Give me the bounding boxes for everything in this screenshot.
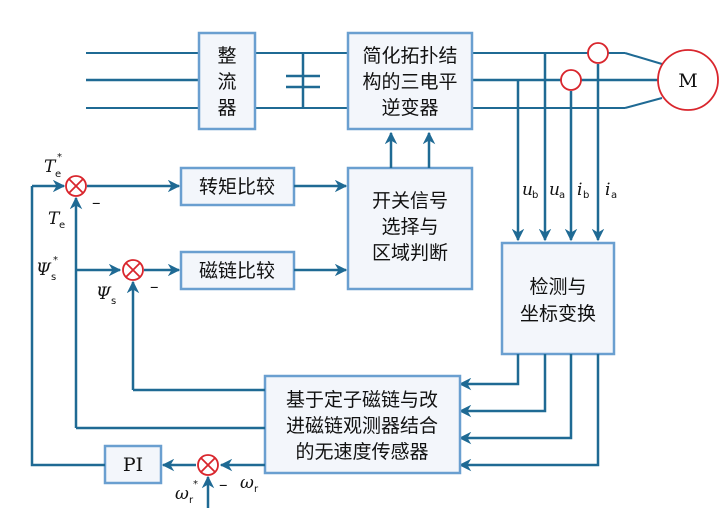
pi-label: PI: [123, 454, 143, 476]
rectifier-label-3: 器: [217, 97, 236, 119]
label-ib: i b: [577, 180, 589, 201]
torque-compare-label: 转矩比较: [199, 176, 275, 198]
switch-label-3: 区域判断: [372, 242, 448, 264]
label-te: T e: [48, 209, 65, 231]
svg-text:*: *: [57, 152, 62, 163]
sensorless-label-1: 基于定子磁链与改: [286, 389, 438, 411]
svg-text:s: s: [51, 272, 56, 283]
svg-text:u: u: [549, 180, 560, 200]
svg-text:e: e: [55, 169, 61, 180]
label-wr-ref: ω r *: [175, 479, 198, 506]
sensorless-label-3: 的无速度传感器: [295, 441, 428, 463]
svg-text:s: s: [111, 296, 116, 307]
svg-text:b: b: [532, 190, 538, 201]
inverter-label-3: 逆变器: [381, 97, 438, 119]
input-lines: [86, 52, 199, 109]
torque-compare-block: [179, 166, 296, 207]
label-wr: ω r: [240, 473, 259, 495]
sensorless-label-2: 进磁链观测器结合: [286, 415, 438, 437]
svg-text:*: *: [53, 255, 58, 266]
svg-text:a: a: [559, 190, 565, 201]
switch-select-block: [346, 166, 474, 291]
switch-label-1: 开关信号: [372, 190, 448, 212]
svg-text:b: b: [583, 190, 589, 201]
current-sensor-b: [560, 69, 582, 91]
psi-minus: –: [150, 277, 159, 297]
rectifier-label-2: 流: [217, 71, 236, 93]
dc-link: [256, 52, 348, 109]
rectifier-label-1: 整: [217, 45, 236, 67]
svg-text:ω: ω: [175, 484, 189, 504]
rectifier-block: [197, 31, 257, 131]
motor-label: M: [678, 70, 697, 92]
inverter-label-2: 构的三电平: [362, 71, 457, 93]
motor: [657, 49, 719, 111]
svg-text:*: *: [193, 479, 198, 490]
svg-text:r: r: [254, 484, 259, 495]
label-ia: i a: [605, 180, 617, 201]
svg-text:Ψ: Ψ: [36, 260, 52, 280]
svg-text:T: T: [48, 209, 61, 229]
label-ub: u b: [522, 180, 538, 201]
svg-text:a: a: [611, 190, 617, 201]
svg-text:T: T: [44, 157, 57, 177]
label-psi-ref: Ψ s *: [36, 255, 58, 283]
detect-transform-block: [500, 241, 616, 356]
current-sensor-a: [587, 42, 609, 64]
flux-compare-label: 磁链比较: [199, 260, 275, 282]
inverter-label-1: 简化拓扑结: [362, 45, 457, 67]
detect-label-1: 检测与: [529, 276, 586, 298]
svg-text:Ψ: Ψ: [96, 284, 112, 304]
svg-text:u: u: [522, 180, 533, 200]
label-psi: Ψ s: [96, 284, 116, 307]
switch-label-2: 选择与: [381, 216, 438, 238]
label-ua: u a: [549, 180, 565, 201]
label-te-ref: T e *: [44, 152, 62, 180]
svg-text:i: i: [577, 180, 582, 200]
svg-text:ω: ω: [240, 473, 254, 493]
inverter-block: [346, 31, 474, 131]
svg-text:e: e: [59, 220, 65, 231]
svg-text:r: r: [189, 495, 194, 506]
detect-label-2: 坐标变换: [520, 303, 596, 325]
svg-text:i: i: [605, 180, 610, 200]
te-minus: –: [92, 193, 101, 213]
sensorless-block: [263, 374, 462, 475]
wr-minus: –: [219, 475, 228, 495]
